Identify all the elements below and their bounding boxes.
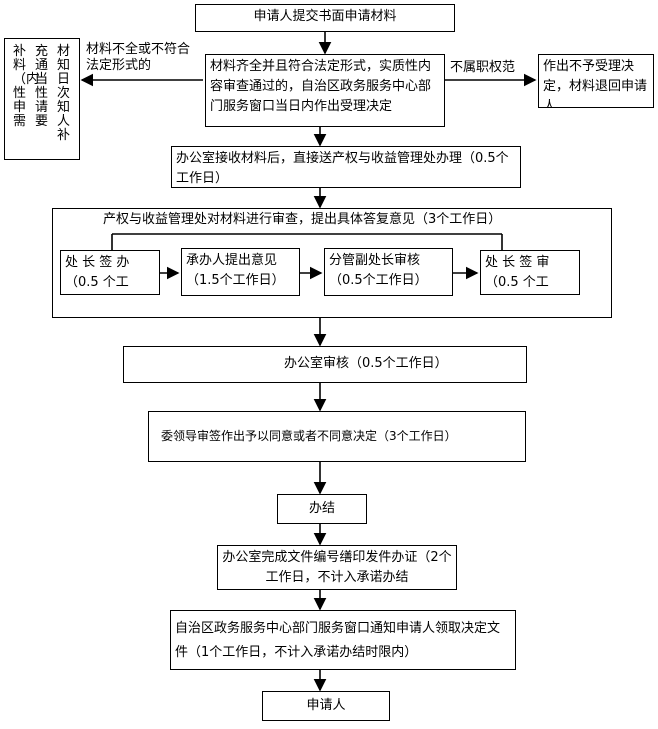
out-of-scope-label: 不属职权范	[450, 60, 516, 75]
dept-review-container: 产权与收益管理处对材料进行审查，提出具体答复意见（3个工作日）	[52, 208, 612, 318]
done-box: 办结	[277, 494, 367, 524]
sub-head-sign2-box: 处 长 签 审 （0.5 个工	[480, 250, 580, 295]
supplement-box: 补料（内性申需 充通当性请要 材知日次知人补	[4, 38, 80, 160]
accept-text: 材料齐全并且符合法定形式，实质性内容审查通过的，自治区政务服务中心部门服务窗口当…	[210, 59, 432, 114]
office-audit-box: 办公室审核（0.5个工作日）	[123, 346, 527, 383]
supplement-col-2: 充通当性请要	[35, 44, 49, 129]
supplement-col-1: 补料（内性申需	[13, 44, 40, 129]
submit-box: 申请人提交书面申请材料	[195, 4, 455, 32]
sub-deputy-box: 分管副处长审核（0.5个工作日）	[324, 248, 453, 296]
notify-box: 自治区政务服务中心部门服务窗口通知申请人领取决定文件（1个工作日，不计入承诺办结…	[170, 610, 516, 670]
sub-handler-box: 承办人提出意见（1.5个工作日）	[181, 248, 300, 296]
office-forward-box: 办公室接收材料后，直接送产权与收益管理处办理（0.5个工作日）	[171, 146, 521, 188]
applicant-box: 申请人	[262, 691, 390, 721]
supplement-col-3: 材知日次知人补	[57, 44, 71, 143]
reject-box: 作出不予受理决定，材料退回申请人	[538, 54, 654, 108]
leader-sign-box: 委领导审签作出予以同意或者不同意决定（3个工作日）	[148, 411, 526, 462]
reject-text: 作出不予受理决定，材料退回申请人	[543, 59, 648, 108]
office-forward-text: 办公室接收材料后，直接送产权与收益管理处办理（0.5个工作日）	[176, 151, 509, 186]
sub-head-sign-box: 处 长 签 办 （0.5 个工	[60, 250, 160, 295]
dept-review-title: 产权与收益管理处对材料进行审查，提出具体答复意见（3个工作日）	[103, 212, 502, 227]
accept-box: 材料齐全并且符合法定形式，实质性内容审查通过的，自治区政务服务中心部门服务窗口当…	[205, 54, 445, 127]
submit-text: 申请人提交书面申请材料	[253, 9, 397, 24]
issue-cert-box: 办公室完成文件编号缮印发件办证（2个工作日，不计入承诺办结	[217, 545, 457, 590]
incomplete-label: 材料不全或不符合法定形式的	[86, 42, 191, 73]
